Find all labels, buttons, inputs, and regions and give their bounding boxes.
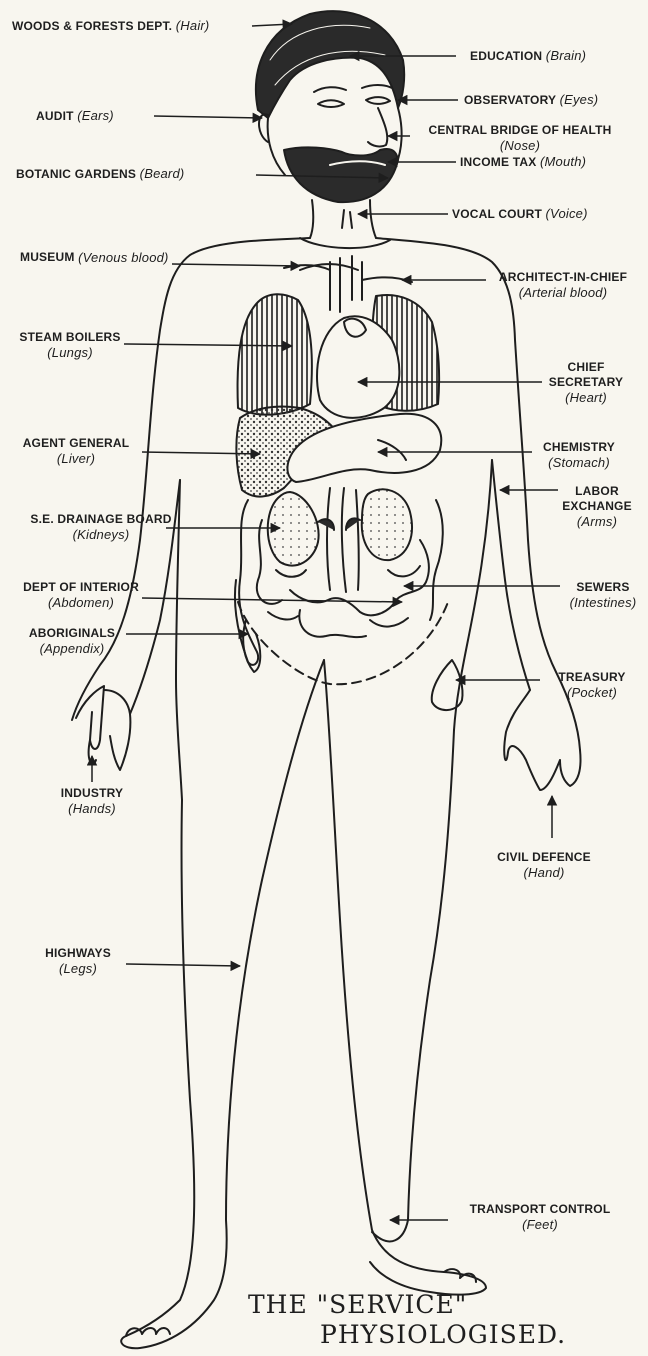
label-kidneys: S.E. DRAINAGE BOARD(Kidneys): [14, 512, 188, 542]
label-ears: AUDIT (Ears): [36, 108, 114, 124]
kidney-left: [268, 492, 319, 566]
label-lungs: STEAM BOILERS(Lungs): [14, 330, 126, 360]
arm-inner-right: [492, 460, 530, 690]
kidney-right: [362, 489, 412, 560]
label-arterial: ARCHITECT-IN-CHIEF(Arterial blood): [488, 270, 638, 300]
arrow-legs: [126, 964, 240, 966]
label-brain: EDUCATION (Brain): [470, 48, 586, 64]
nose-shape: [368, 108, 387, 146]
arrow-abdomen: [142, 598, 402, 602]
label-legs: HIGHWAYS(Legs): [28, 946, 128, 976]
hand-right: [504, 690, 580, 790]
eye-right: [366, 97, 390, 104]
label-nose: CENTRAL BRIDGE OF HEALTH(Nose): [414, 123, 626, 153]
label-intestines: SEWERS(Intestines): [560, 580, 646, 610]
label-hand: CIVIL DEFENCE(Hand): [480, 850, 608, 880]
leg-left: [121, 660, 324, 1348]
hand-left: [89, 690, 131, 770]
label-feet: TRANSPORT CONTROL(Feet): [448, 1202, 632, 1232]
hair-shape: [256, 11, 404, 118]
label-abdomen: DEPT OF INTERIOR(Abdomen): [14, 580, 148, 610]
eye-left: [318, 100, 344, 107]
label-eyes: OBSERVATORY (Eyes): [464, 92, 598, 108]
label-voice: VOCAL COURT (Voice): [452, 206, 588, 222]
title-line-2: PHYSIOLOGISED.: [320, 1320, 566, 1350]
label-liver: AGENT GENERAL(Liver): [14, 436, 138, 466]
label-beard: BOTANIC GARDENS (Beard): [16, 166, 184, 182]
label-venous: MUSEUM (Venous blood): [20, 250, 170, 265]
label-mouth: INCOME TAX (Mouth): [460, 154, 586, 170]
page-title: THE "SERVICE" PHYSIOLOGISED.: [248, 1290, 566, 1350]
lung-left: [238, 294, 312, 414]
arrow-ears: [154, 116, 262, 118]
label-hands: INDUSTRY(Hands): [40, 786, 144, 816]
label-stomach: CHEMISTRY(Stomach): [530, 440, 628, 470]
beard-shape: [284, 147, 398, 202]
label-arms: LABOR EXCHANGE(Arms): [560, 484, 634, 529]
label-hair: WOODS & FORESTS DEPT. (Hair): [12, 18, 209, 34]
title-line-1: THE "SERVICE": [248, 1290, 566, 1320]
label-pocket: TREASURY(Pocket): [540, 670, 644, 700]
leg-right: [324, 660, 486, 1295]
label-heart: CHIEF SECRETARY(Heart): [540, 360, 632, 405]
arrow-venous: [172, 264, 300, 266]
label-appendix: ABORIGINALS(Appendix): [16, 626, 128, 656]
